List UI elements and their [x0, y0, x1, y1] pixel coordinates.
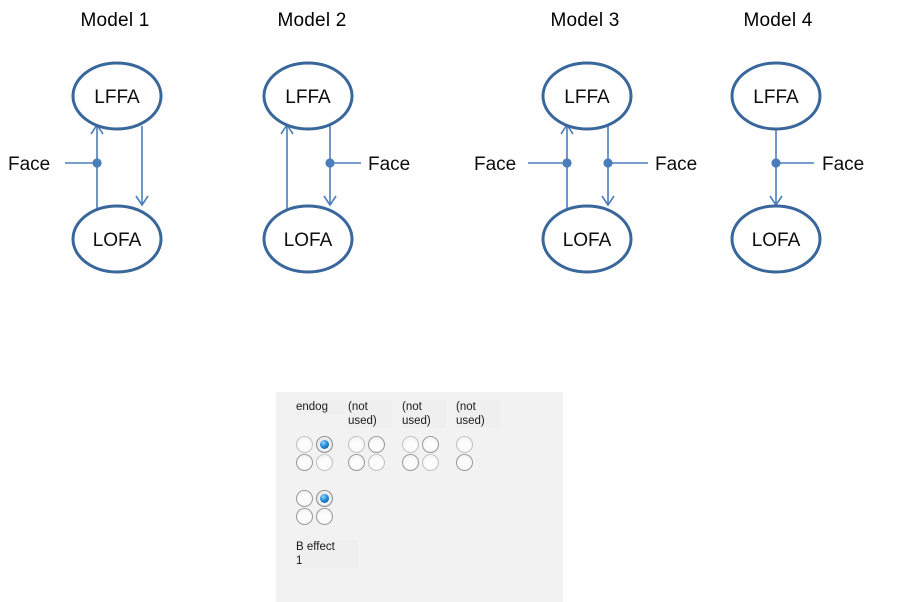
model-4-svg: LFFA LOFA Face: [730, 61, 864, 274]
node-lffa: [541, 61, 633, 131]
model-group-4: Model 4 LFFA LOFA Face: [678, 0, 908, 300]
face-input-label-right: Face: [655, 154, 697, 175]
face-input-connector: [65, 158, 102, 168]
radio-g1-m2-r0c0[interactable]: [348, 436, 365, 453]
face-input-label: Face: [822, 154, 864, 175]
panel-inner: endog (not used) (not used) (not used) B…: [276, 392, 563, 602]
face-input-label: Face: [8, 154, 50, 175]
face-input-connector: [325, 158, 361, 168]
arrow-bottom-to-top: [560, 123, 574, 212]
model-2-svg: LFFA LOFA Face: [262, 61, 410, 274]
model-title: Model 1: [80, 10, 150, 31]
node-lffa-label: LFFA: [564, 87, 610, 108]
radio-g1-m1-r1c1[interactable]: [316, 454, 333, 471]
radio-g1-m4-r1c0[interactable]: [456, 454, 473, 471]
b-effect-label: B effect 1: [296, 540, 358, 568]
radio-g1-m1-r0c1[interactable]: [316, 436, 333, 453]
model-title: Model 4: [743, 10, 813, 31]
node-lffa-label: LFFA: [94, 87, 140, 108]
radio-g1-m1-r0c0[interactable]: [296, 436, 313, 453]
model-group-3: Model 3 LFFA LOFA Face Face: [470, 0, 700, 300]
model-group-1: Model 1 LFFA LOFA Face: [0, 0, 230, 300]
radio-g1-m3-r1c0[interactable]: [402, 454, 419, 471]
arrow-bottom-to-top: [90, 123, 104, 212]
node-lofa: [262, 204, 354, 274]
radio-g2-m1-r0c1[interactable]: [316, 490, 333, 507]
node-lffa-label: LFFA: [753, 87, 799, 108]
radio-g1-m2-r1c0[interactable]: [348, 454, 365, 471]
model-title: Model 2: [277, 10, 347, 31]
node-lofa-label: LOFA: [284, 230, 333, 251]
node-lofa-label: LOFA: [752, 230, 801, 251]
radio-g1-m3-r0c0[interactable]: [402, 436, 419, 453]
radio-g2-m1-r1c0[interactable]: [296, 508, 313, 525]
face-input-label: Face: [368, 154, 410, 175]
face-input-connector: [771, 158, 814, 168]
node-lofa-label: LOFA: [93, 230, 142, 251]
face-input-connector-left: [528, 158, 572, 168]
model-3-svg: LFFA LOFA Face Face: [474, 61, 697, 274]
column-header-notused-1: (not used): [348, 400, 392, 428]
node-lffa: [730, 61, 822, 131]
face-input-connector-right: [603, 158, 648, 168]
arrow-top-to-bottom: [135, 126, 149, 207]
arrow-bottom-to-top: [280, 123, 294, 212]
column-header-endog: endog: [296, 400, 346, 414]
radio-g1-m3-r0c1[interactable]: [422, 436, 439, 453]
node-lofa: [541, 204, 633, 274]
model-group-2: Model 2 LFFA LOFA Face: [227, 0, 457, 300]
model-title: Model 3: [550, 10, 620, 31]
radio-g1-m4-r0c0[interactable]: [456, 436, 473, 453]
model-1-svg: LFFA LOFA Face: [8, 61, 163, 274]
node-lofa: [730, 204, 822, 274]
radio-g2-m1-r1c1[interactable]: [316, 508, 333, 525]
radio-g1-m2-r0c1[interactable]: [368, 436, 385, 453]
node-lffa: [71, 61, 163, 131]
column-header-notused-3: (not used): [456, 400, 500, 428]
node-lofa-label: LOFA: [563, 230, 612, 251]
node-lffa-label: LFFA: [285, 87, 331, 108]
node-lffa: [262, 61, 354, 131]
dcm-connectivity-panel: endog (not used) (not used) (not used) B…: [276, 392, 563, 602]
radio-g2-m1-r0c0[interactable]: [296, 490, 313, 507]
radio-g1-m3-r1c1[interactable]: [422, 454, 439, 471]
column-header-notused-2: (not used): [402, 400, 446, 428]
radio-g1-m1-r1c0[interactable]: [296, 454, 313, 471]
models-diagram: Model 1 LFFA LOFA Face: [0, 0, 908, 300]
node-lofa: [71, 204, 163, 274]
face-input-label-left: Face: [474, 154, 516, 175]
radio-g1-m2-r1c1[interactable]: [368, 454, 385, 471]
